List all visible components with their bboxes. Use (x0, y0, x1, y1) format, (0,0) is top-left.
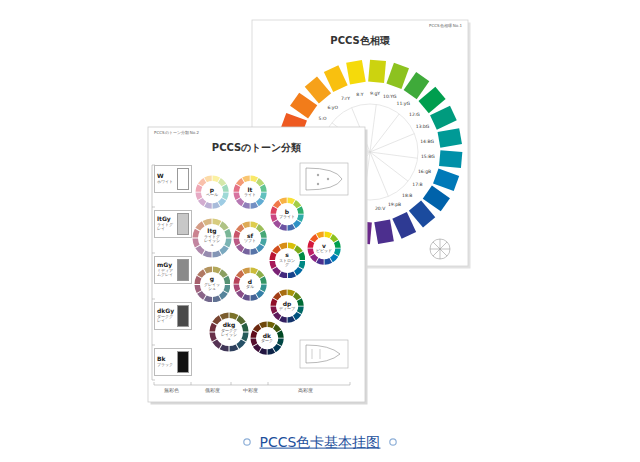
tone-wheel: ltgライトグレイッシュ (192, 218, 232, 258)
gray-name: ライトグレイ (157, 223, 175, 232)
axis-label: 高彩度 (298, 389, 313, 394)
sheet-header: PCCS色相環 No.1 (252, 20, 468, 29)
tone-wheel: pペール (195, 175, 229, 209)
hue-label: 11:yG (397, 102, 410, 107)
hue-label: 10:YG (383, 95, 396, 100)
tone-wheel: dkgダークグレイッシュ (209, 312, 249, 352)
axis-label: 低彩度 (205, 389, 220, 394)
caption: PCCS色卡基本挂图 (260, 434, 381, 451)
hue-label: 16:gB (418, 169, 431, 174)
tone-name: ソフト (241, 239, 258, 243)
gray-swatch-box: ltGyライトグレイ (154, 210, 192, 238)
hue-label: 17:B (412, 183, 422, 188)
tone-name: グレイッシュ (203, 283, 220, 292)
tone-wheel: vビビッド (307, 231, 341, 265)
hue-label: 13:bG (416, 125, 430, 130)
tone-abbr: g (203, 276, 220, 283)
gray-abbr: W (157, 173, 175, 180)
hue-label: 6:yO (327, 105, 338, 110)
tone-wheel: ltライト (233, 175, 267, 209)
gray-abbr: Bk (157, 356, 175, 363)
tone-name: ペール (203, 193, 220, 197)
tone-key-diagram (300, 163, 348, 195)
sheet-paper (148, 127, 365, 402)
hue-label: 12:G (409, 112, 420, 117)
tone-name: ビビッド (315, 249, 332, 253)
tone-abbr: b (278, 209, 295, 216)
gray-swatch-box: Wホワイト (154, 165, 192, 193)
tone-key-diagram (300, 340, 348, 368)
tone-name: ディープ (278, 307, 295, 311)
tone-abbr: lt (241, 187, 258, 194)
sheet-title: PCCSのトーン分類 (148, 142, 365, 154)
hue-label: 19:pB (388, 202, 401, 207)
tone-wheel: bブライト (270, 197, 304, 231)
axis-label: 無彩色 (164, 389, 179, 394)
tone-wheel: sストロング (269, 242, 306, 279)
tone-abbr: sf (241, 233, 258, 240)
tone-abbr: dp (278, 301, 295, 308)
gray-swatch (177, 168, 189, 190)
tone-name: ライト (241, 193, 258, 197)
gray-abbr: ltGy (157, 216, 175, 223)
tone-abbr: d (241, 279, 258, 286)
gray-name: ブラック (157, 363, 175, 368)
chart-sheet: PCCSのトーン分類PCCSのトーン分類 No.2WホワイトltGyライトグレイ… (148, 127, 365, 402)
tone-abbr: dk (258, 333, 275, 340)
gray-swatch (177, 213, 189, 235)
tone-wheel: dpディープ (270, 289, 304, 323)
hue-label: 9:gY (370, 92, 380, 97)
sheet-header: PCCSのトーン分類 No.2 (148, 127, 365, 136)
chroma-axis (154, 382, 350, 385)
hue-label: 7:rY (341, 97, 350, 102)
gray-abbr: dkGy (157, 308, 175, 315)
sheet-title: PCCS色相環 (252, 35, 468, 47)
tone-name: ダル (241, 285, 258, 289)
gray-swatch-box: dkGyダークグレイ (154, 302, 192, 330)
gray-name: ミディアムグレイ (157, 269, 175, 278)
gray-swatch (177, 351, 189, 373)
tone-wheel: dkダーク (250, 321, 284, 355)
tone-wheel: dダル (233, 267, 267, 301)
hue-label: 5:O (319, 116, 327, 121)
hue-label: 14:BG (420, 139, 434, 144)
mini-hue-diagram (430, 239, 450, 259)
gray-name: ダークグレイ (157, 315, 175, 324)
tone-abbr: s (278, 252, 295, 259)
gray-swatch (177, 259, 189, 281)
tone-name: ストロング (278, 259, 295, 268)
tone-name: ダーク (258, 339, 275, 343)
gray-swatch-box: mGyミディアムグレイ (154, 256, 192, 284)
tone-abbr: v (315, 243, 332, 250)
axis-label: 中彩度 (243, 389, 258, 394)
tone-abbr: p (203, 187, 220, 194)
gray-swatch (177, 305, 189, 327)
tone-name: ライトグレイッシュ (203, 235, 220, 248)
tone-abbr: ltg (203, 228, 220, 235)
hue-label: 20:V (375, 207, 385, 212)
hue-label: 8:Y (356, 92, 363, 97)
tone-wheel: gグレイッシュ (194, 266, 231, 303)
tone-abbr: dkg (220, 322, 237, 329)
gray-swatch-box: Bkブラック (154, 348, 192, 376)
gray-name: ホワイト (157, 180, 175, 185)
tone-wheel: sfソフト (233, 221, 267, 255)
tone-name: ブライト (278, 215, 295, 219)
hue-label: 18:B (402, 194, 412, 199)
gray-abbr: mGy (157, 262, 175, 269)
hue-label: 15:BG (421, 155, 435, 160)
tone-name: ダークグレイッシュ (220, 329, 237, 342)
